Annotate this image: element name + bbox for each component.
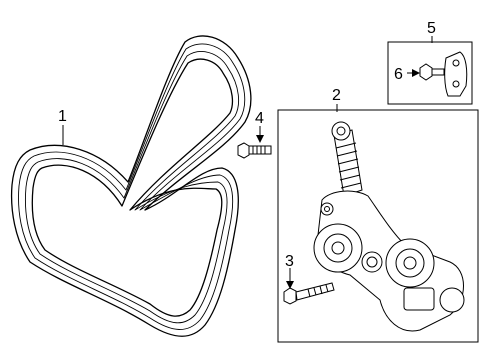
tensioner-group-box: [277, 109, 479, 343]
tensioner-bolt: [283, 282, 335, 305]
bracket-group-box: [387, 41, 473, 105]
tensioner-assembly: [313, 121, 465, 332]
callout-4: 4: [255, 110, 264, 127]
callout-3: 3: [285, 253, 294, 270]
callout-2: 2: [332, 87, 341, 104]
callout-6: 6: [394, 66, 403, 83]
serpentine-belt: [10, 35, 252, 337]
bracket: [444, 51, 468, 97]
callout-leaders: [62, 36, 433, 289]
idler-bolt: [237, 142, 272, 159]
bracket-bolt: [419, 63, 445, 81]
callout-5: 5: [427, 20, 436, 37]
callout-1: 1: [58, 108, 67, 125]
